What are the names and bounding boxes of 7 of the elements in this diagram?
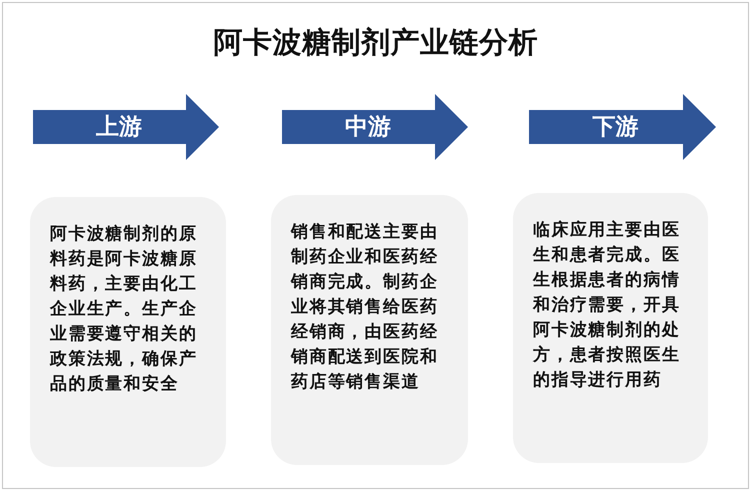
title: 阿卡波糖制剂产业链分析 (212, 24, 539, 61)
text-box: 临床应用主要由医生和患者完成。医生根据患者的病情和治疗需要，开具阿卡波糖制剂的处方，患者按照医生的指导进行用药 (513, 193, 708, 463)
text-box: 销售和配送主要由制药企业和医药经销商完成。制药企业将其销售给医药经销商，由医药经销商配送到医院和药店等销售渠道 (271, 195, 468, 465)
arrow-banner: 上游 (33, 94, 219, 160)
arrow-banner: 中游 (282, 94, 468, 160)
text-box: 阿卡波糖制剂的原料药是阿卡波糖原料药，主要由化工企业生产。生产企业需要遵守相关的政策法规，确保产品的质量和安全 (30, 197, 226, 467)
arrow-banner: 下游 (529, 94, 716, 160)
